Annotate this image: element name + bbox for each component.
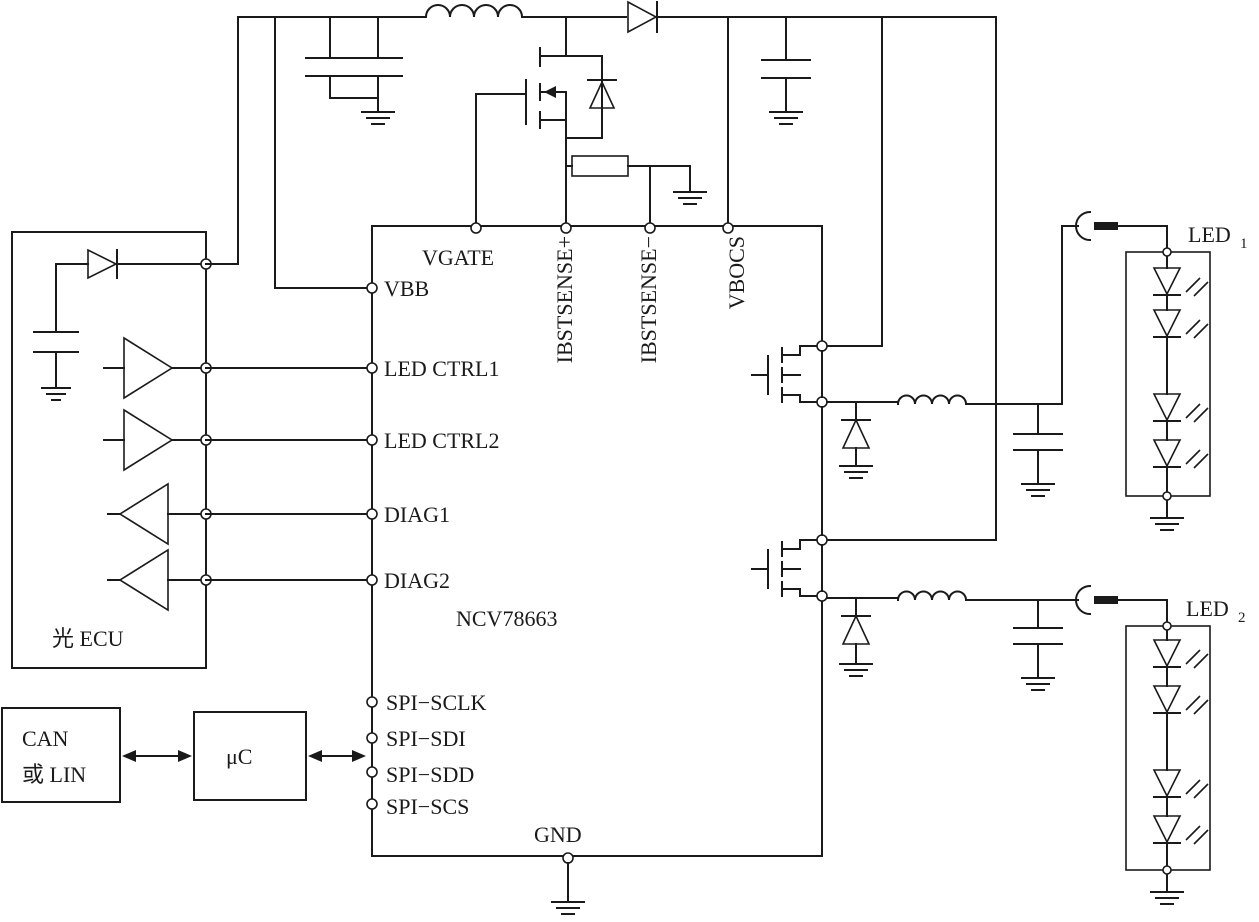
pin-label-ibstsense-minus: IBSTSENSE−: [636, 236, 661, 363]
ecu-label: 光 ECU: [52, 626, 124, 651]
led1-bottom-node: [1162, 491, 1172, 501]
pin-label-spi-sdd: SPI−SDD: [386, 762, 474, 787]
uc-spi-link: [308, 750, 366, 762]
pin-label-led-ctrl2: LED CTRL2: [384, 428, 500, 453]
pin-label-spi-sdi: SPI−SDI: [386, 726, 466, 751]
led-string-1: LED 1: [1125, 222, 1248, 531]
can-label-line2: 或 LIN: [22, 762, 86, 787]
light-ecu-block: 光 ECU: [11, 231, 212, 669]
pin-label-gnd: GND: [534, 822, 582, 847]
pin-spi-scs: [366, 798, 378, 810]
led2-light-arrows-icon: [1185, 649, 1209, 845]
ch1-node-drain: [816, 340, 828, 352]
sense-resistor: [565, 155, 707, 227]
can-label-line1: CAN: [22, 726, 69, 751]
pin-spi-sdd: [366, 766, 378, 778]
boost-output-cap: [727, 16, 811, 227]
led1-top-node: [1162, 247, 1172, 257]
pin-label-vbb: VBB: [384, 276, 429, 301]
pin-label-led-ctrl1: LED CTRL1: [384, 356, 500, 381]
pin-ibstsense-minus: [644, 222, 656, 234]
ch1-node-source: [816, 396, 828, 408]
pin-label-ibstsense-plus: IBSTSENSE+: [552, 236, 577, 363]
led2-top-node: [1162, 621, 1172, 631]
ecu-capacitor: [33, 263, 79, 389]
led1-ground-icon: [1150, 517, 1184, 531]
pin-diag2: [366, 574, 378, 586]
led2-bottom-node: [1162, 865, 1172, 875]
ch2-node-source: [816, 590, 828, 602]
pin-label-diag2: DIAG2: [384, 568, 450, 593]
pin-label-spi-sclk: SPI−SCLK: [386, 690, 487, 715]
ecu-driver-ctrl2: [103, 408, 207, 472]
led1-diodes: [1152, 267, 1182, 519]
led2-label: LED: [1186, 596, 1229, 621]
led2-diodes: [1152, 639, 1182, 893]
chip-ground-icon: [551, 901, 585, 915]
boost-input-section: [274, 16, 403, 289]
pin-spi-sclk: [366, 696, 378, 708]
ecu-ground-icon: [41, 387, 71, 401]
ncv78663-chip: NCV78663 VGATE IBSTSENSE+ IBSTSENSE− VBO…: [366, 222, 823, 915]
pin-label-vgate: VGATE: [422, 245, 494, 270]
pin-ibstsense-plus: [560, 222, 572, 234]
pin-spi-sdi: [366, 732, 378, 744]
ecu-driver-ctrl1: [103, 336, 207, 400]
led1-light-arrows-icon: [1185, 277, 1209, 469]
pin-gnd: [562, 852, 574, 864]
boost-inductor: [419, 4, 627, 19]
can-uc-link: [122, 750, 192, 762]
ch2-node-drain: [816, 534, 828, 546]
led-string-2: LED 2: [1125, 596, 1246, 905]
pin-label-vbocs: VBOCS: [724, 236, 749, 309]
buck-channel-2: [751, 406, 1168, 691]
pin-led-ctrl1: [366, 362, 378, 374]
led1-subscript: 1: [1240, 236, 1248, 252]
boost-mosfet: [475, 16, 617, 227]
uc-box: μC: [193, 711, 307, 801]
led2-ground-icon: [1150, 891, 1184, 905]
can-lin-box: CAN 或 LIN: [1, 707, 121, 803]
pin-vbocs: [722, 222, 734, 234]
hv-rails: [821, 16, 997, 541]
ecu-supply-diode: [55, 248, 207, 280]
led1-label: LED: [1188, 222, 1231, 247]
pin-vbb: [366, 282, 378, 294]
ecu-receiver-diag2: [107, 548, 207, 612]
pin-diag1: [366, 508, 378, 520]
chip-name: NCV78663: [456, 606, 557, 631]
uc-label: μC: [226, 744, 252, 769]
buck-channel-1: [751, 210, 1168, 497]
ecu-receiver-diag1: [107, 482, 207, 546]
pin-label-spi-scs: SPI−SCS: [386, 794, 469, 819]
ecu-outline: [11, 231, 207, 669]
boost-diode: [627, 0, 997, 34]
pin-label-diag1: DIAG1: [384, 502, 450, 527]
pin-led-ctrl2: [366, 434, 378, 446]
pin-vgate: [470, 222, 482, 234]
led2-subscript: 2: [1238, 610, 1246, 626]
